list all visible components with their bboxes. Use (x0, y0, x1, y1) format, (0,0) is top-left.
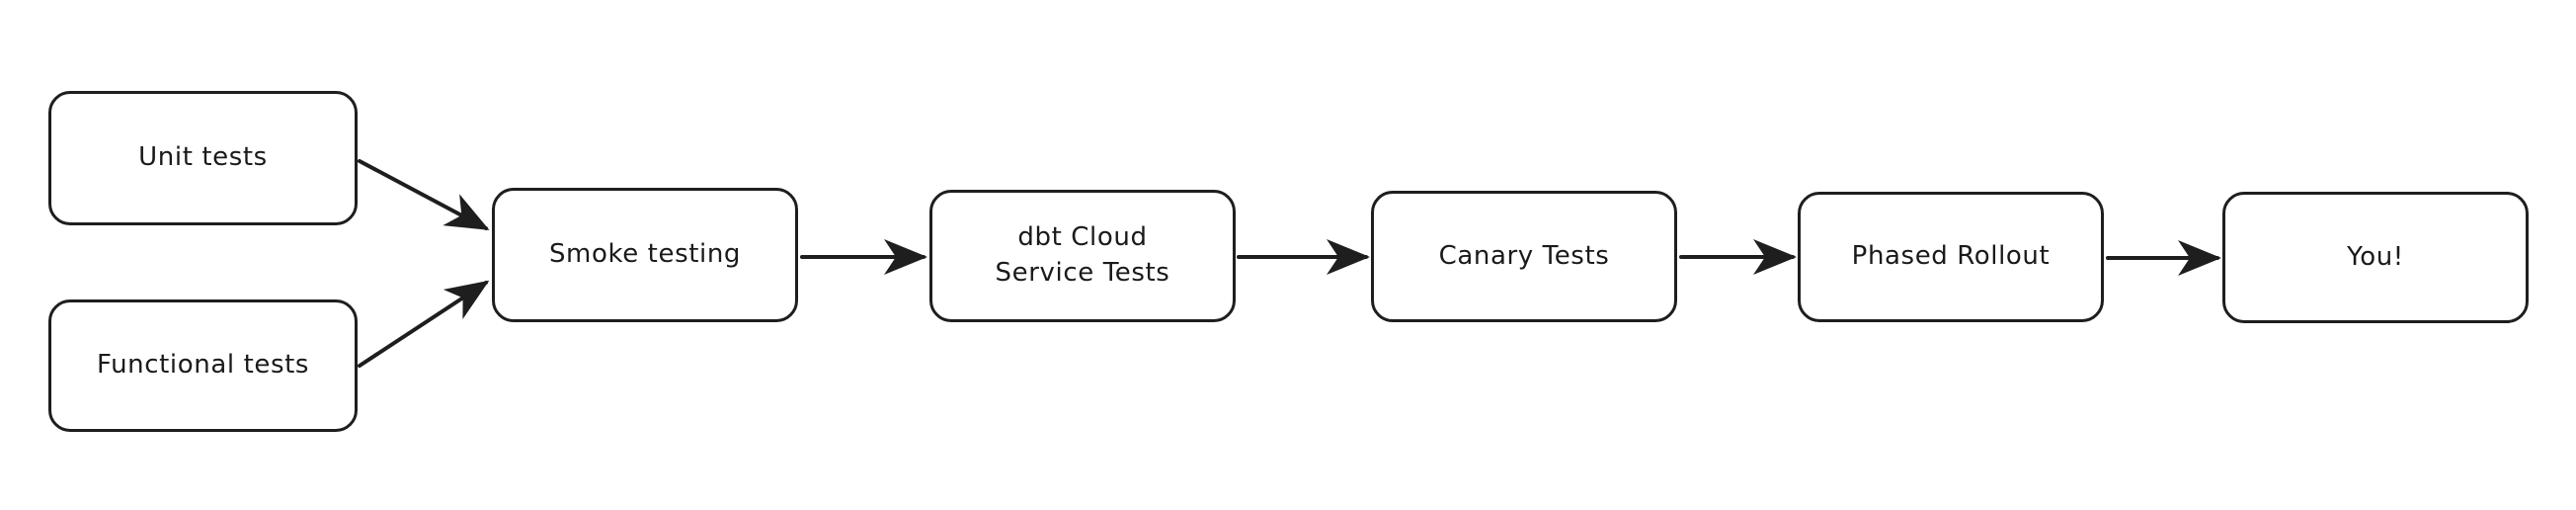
edge-unit-tests-to-smoke-testing (358, 159, 490, 230)
node-functional-tests[interactable]: Functional tests (48, 299, 358, 432)
node-unit-tests[interactable]: Unit tests (48, 91, 358, 225)
node-canary-tests-label: Canary Tests (1438, 240, 1610, 271)
node-canary-tests[interactable]: Canary Tests (1371, 191, 1677, 322)
node-unit-tests-label: Unit tests (138, 142, 268, 173)
node-functional-tests-label: Functional tests (96, 350, 310, 381)
node-phased-rollout-label: Phased Rollout (1851, 241, 2051, 272)
node-you[interactable]: You! (2222, 192, 2529, 323)
node-dbt-cloud-service-tests-label: dbt Cloud Service Tests (995, 222, 1170, 288)
edge-functional-tests-to-smoke-testing (358, 280, 490, 368)
node-dbt-cloud-service-tests[interactable]: dbt Cloud Service Tests (929, 190, 1236, 322)
node-smoke-testing[interactable]: Smoke testing (492, 188, 798, 322)
node-smoke-testing-label: Smoke testing (548, 239, 742, 270)
node-phased-rollout[interactable]: Phased Rollout (1798, 192, 2104, 322)
node-you-label: You! (2347, 241, 2404, 272)
